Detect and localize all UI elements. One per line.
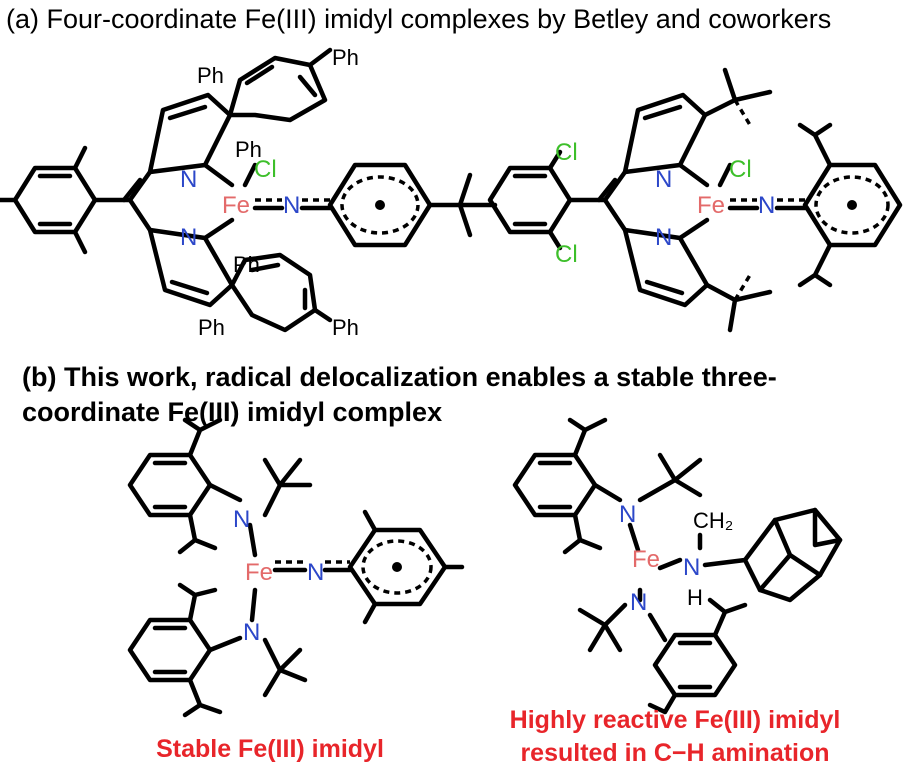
- amine-nitrogen-label: N: [683, 554, 700, 581]
- structure-ch-amination: [512, 417, 843, 715]
- caption-reactive-imidyl: Highly reactive Fe(III) imidyl resulted …: [455, 704, 895, 770]
- caption-stable-imidyl: Stable Fe(III) imidyl: [156, 735, 384, 763]
- phenyl-label-top-left: Ph: [197, 63, 224, 88]
- caption-reactive-line-1: Highly reactive Fe(III) imidyl: [509, 706, 841, 734]
- phenyl-label-mid: Ph: [235, 137, 262, 162]
- heading-part-a: (a) Four-coordinate Fe(III) imidyl compl…: [6, 4, 832, 34]
- amide-nitrogen-label-4a: N: [619, 501, 636, 528]
- chlorine-label-1: Cl: [254, 156, 277, 183]
- amide-nitrogen-label-4b: N: [630, 589, 647, 616]
- structure-betley-triphenylphenyl: [0, 47, 498, 333]
- imidyl-nitrogen-label-2: N: [758, 192, 775, 219]
- phenyl-label-bottom-left: Ph: [198, 315, 225, 340]
- amide-nitrogen-label-upper: N: [233, 506, 250, 533]
- iron-label-1: Fe: [222, 192, 250, 219]
- phenyl-label-bottom-right: Ph: [332, 315, 359, 340]
- amide-nitrogen-label-lower: N: [243, 619, 260, 646]
- imidyl-nitrogen-label-3: N: [307, 559, 324, 586]
- structure-stable-three-coordinate: [127, 417, 465, 718]
- iron-label-2: Fe: [697, 192, 725, 219]
- nitrogen-label-lower-2: N: [655, 224, 672, 251]
- structure-betley-dichlorophenyl: [487, 67, 903, 333]
- chlorine-label-aryl-bottom: Cl: [555, 241, 578, 268]
- nitrogen-label-upper: N: [180, 166, 197, 193]
- imidyl-nitrogen-label-1: N: [283, 192, 300, 219]
- methylene-label: CH₂: [693, 508, 733, 533]
- amine-hydrogen-label: H: [687, 585, 703, 610]
- chlorine-label-2: Cl: [729, 156, 752, 183]
- nitrogen-label-upper-2: N: [655, 166, 672, 193]
- caption-reactive-line-2: resulted in C−H amination: [520, 739, 830, 767]
- heading-part-b: (b) This work, radical delocalization en…: [22, 362, 777, 427]
- nitrogen-label-lower: N: [180, 224, 197, 251]
- chlorine-label-aryl-top: Cl: [555, 139, 578, 166]
- iron-label-3: Fe: [245, 559, 273, 586]
- phenyl-label-bottom-top: Ph: [233, 252, 260, 277]
- phenyl-label-top-right: Ph: [332, 45, 359, 70]
- iron-label-4: Fe: [632, 546, 660, 573]
